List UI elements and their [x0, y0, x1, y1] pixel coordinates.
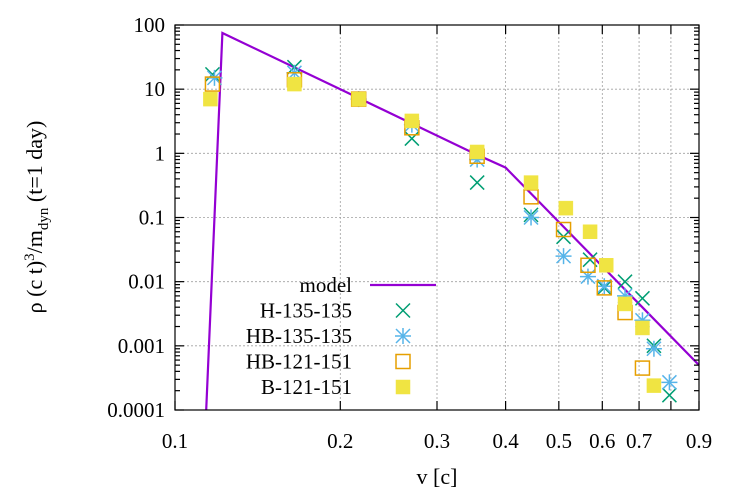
y-axis-title-sub: dyn — [36, 207, 52, 230]
x-tick-label: 0.3 — [424, 429, 450, 453]
y-axis-title-prefix: ρ (c t) — [22, 261, 47, 314]
y-axis-title-suffix: (t=1 day) — [22, 121, 47, 208]
x-tick-label: 0.6 — [589, 429, 615, 453]
x-tick-label: 0.4 — [492, 429, 519, 453]
x-tick-label: 0.9 — [686, 429, 712, 453]
point-hb-135-135 — [661, 374, 678, 391]
point-b-121-151 — [404, 113, 420, 129]
point-b-121-151 — [523, 175, 539, 190]
x-tick-label: 0.7 — [626, 429, 652, 453]
point-hb-121-151 — [596, 280, 613, 296]
point-hb-121-151 — [523, 189, 539, 205]
y-axis-title: ρ (c t)3/mdyn (t=1 day) — [22, 121, 52, 314]
x-tick-label: 0.1 — [162, 429, 188, 453]
point-hb-121-151 — [634, 360, 651, 376]
legend-label-h-135-135: H-135-135 — [260, 299, 352, 323]
point-hb-135-135 — [523, 209, 540, 226]
legend-label-b-121-151: B-121-151 — [261, 375, 352, 399]
point-hb-135-135 — [579, 268, 596, 285]
ticks — [174, 24, 700, 411]
point-hb-121-151 — [204, 76, 221, 92]
point-b-121-151 — [287, 76, 302, 92]
y-tick-label: 0.01 — [128, 270, 165, 294]
legend-label-model: model — [300, 273, 353, 297]
x-tick-labels: 0.1 0.2 0.3 0.4 0.5 0.6 0.7 0.9 — [162, 429, 712, 453]
point-hb-121-151 — [555, 221, 572, 238]
point-h-135-135 — [404, 131, 420, 147]
x-axis-title: v [c] — [417, 464, 458, 489]
point-h-135-135 — [469, 175, 485, 191]
legend-label-hb-121-151: HB-121-151 — [246, 350, 352, 374]
legend-symbol-h-135-135 — [395, 302, 411, 319]
point-b-121-151 — [351, 91, 366, 107]
point-b-121-151 — [646, 378, 662, 393]
point-hb-135-135 — [555, 248, 572, 265]
legend-label-hb-135-135: HB-135-135 — [246, 324, 352, 348]
point-b-121-151 — [469, 144, 485, 160]
point-b-121-151 — [558, 200, 574, 216]
y-axis-title-sup: 3 — [22, 253, 38, 261]
markers — [203, 59, 678, 403]
point-b-121-151 — [617, 296, 633, 312]
y-tick-label: 100 — [134, 13, 166, 37]
y-tick-label: 0.001 — [118, 334, 165, 358]
legend: modelH-135-135HB-135-135HB-121-151B-121-… — [246, 273, 436, 399]
y-axis-title-mid: /m — [22, 230, 47, 253]
point-b-121-151 — [203, 91, 218, 107]
point-h-135-135 — [661, 387, 677, 403]
point-b-121-151 — [635, 320, 650, 336]
y-tick-label: 0.1 — [139, 206, 165, 230]
point-hb-121-151 — [580, 257, 596, 274]
y-tick-labels: 0.0001 0.001 0.01 0.1 1 10 100 — [107, 13, 165, 422]
legend-symbol-hb-121-151 — [395, 353, 411, 370]
x-tick-label: 0.2 — [327, 429, 353, 453]
legend-symbol-hb-135-135 — [395, 328, 411, 344]
point-h-135-135 — [204, 66, 220, 82]
point-h-135-135 — [617, 274, 633, 290]
y-tick-label: 0.0001 — [107, 398, 165, 422]
legend-symbol-b-121-151 — [395, 379, 411, 395]
point-h-135-135 — [634, 290, 650, 306]
x-tick-label: 0.5 — [546, 429, 572, 453]
y-tick-label: 1 — [155, 141, 166, 165]
point-b-121-151 — [598, 258, 614, 273]
grid — [175, 25, 699, 410]
point-hb-135-135 — [645, 340, 662, 357]
y-tick-label: 10 — [144, 77, 165, 101]
point-b-121-151 — [582, 224, 598, 239]
